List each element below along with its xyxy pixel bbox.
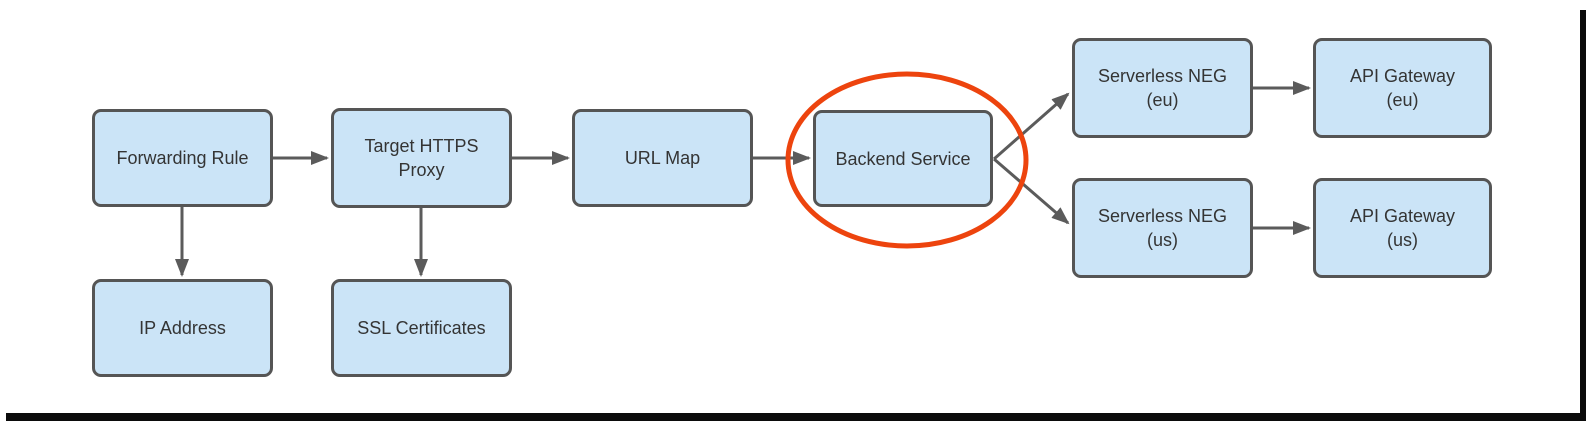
node-target-https-proxy: Target HTTPS Proxy [331,108,512,208]
node-label: SSL Certificates [357,318,486,338]
node-ssl-certificates: SSL Certificates [331,279,512,377]
node-forwarding-rule: Forwarding Rule [92,109,273,207]
node-url-map: URL Map [572,109,753,207]
node-label: Backend Service [835,148,971,169]
node-label: Target HTTPS Proxy [364,136,479,180]
node-label: API Gateway (eu) [1349,66,1456,110]
node-backend-service: Backend Service [813,110,993,207]
node-label: URL Map [624,148,701,168]
node-label: Serverless NEG (us) [1097,206,1228,250]
node-label: Serverless NEG (eu) [1097,66,1228,110]
node-ip-address: IP Address [92,279,273,377]
node-label: IP Address [139,318,226,338]
edge-backend-service-to-serverless-neg-eu [993,92,1070,161]
edge-backend-service-to-serverless-neg-us [993,157,1070,225]
frame-right-border [1580,10,1586,421]
node-serverless-neg-us: Serverless NEG (us) [1072,178,1253,278]
node-serverless-neg-eu: Serverless NEG (eu) [1072,38,1253,138]
node-api-gateway-eu: API Gateway (eu) [1313,38,1492,138]
node-api-gateway-us: API Gateway (us) [1313,178,1492,278]
frame-bottom-border [6,413,1586,421]
node-label: API Gateway (us) [1349,206,1456,250]
node-label: Forwarding Rule [116,148,249,168]
